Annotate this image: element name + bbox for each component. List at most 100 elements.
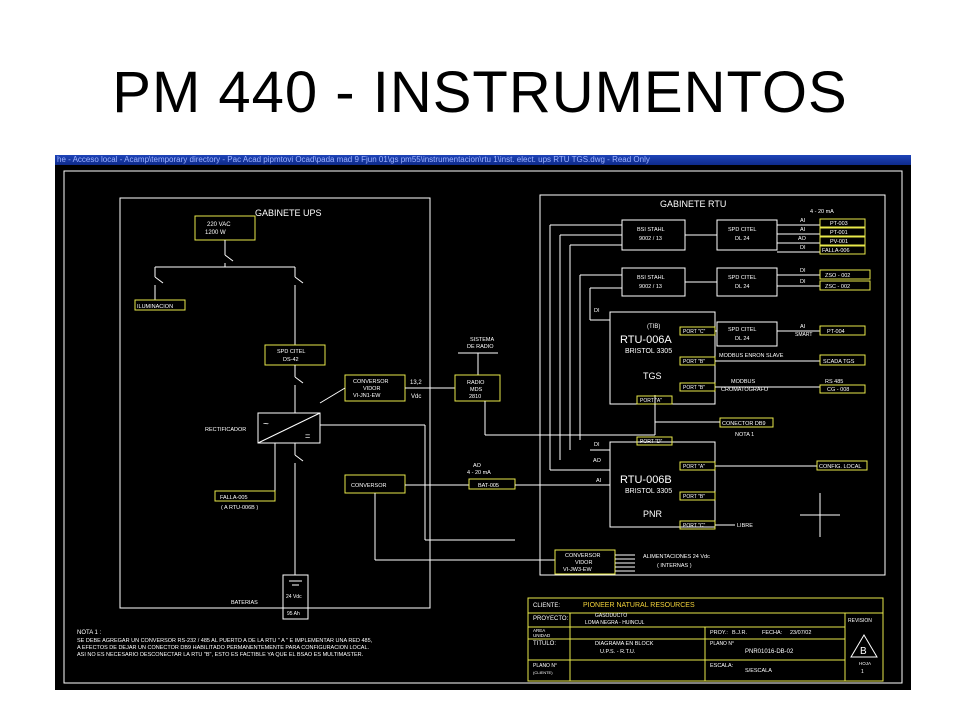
rectifier-label: RECTIFICADOR (205, 427, 246, 433)
tag-zso002: ZSO - 002 (825, 273, 850, 279)
battery-capacity: 95 Ah (287, 611, 300, 617)
radio-system-line2: DE RADIO (467, 344, 494, 350)
converter3-box (554, 549, 616, 575)
tag-pt004: PT-004 (827, 329, 845, 335)
converter2-label: CONVERSOR (351, 483, 386, 489)
iluminacion-label: ILUMINACION (137, 304, 173, 310)
converter1-line2: VIDOR (363, 386, 380, 392)
radio-line2: MDS (470, 387, 483, 393)
tb-proyecto-value1: GASODUCTO (595, 613, 627, 619)
rtu-006a-port-c-label: PORT "C" (683, 329, 705, 335)
cromatografo-label: CROMATOGRAFO (721, 387, 769, 393)
tb-area-label1: AREA (533, 628, 545, 633)
tb-titulo-value2: U.P.S. - R.T.U. (600, 649, 636, 655)
falla005-box (214, 490, 276, 502)
rtu-006b-site: PNR (643, 509, 663, 519)
scada-tgs: SCADA TGS (823, 359, 855, 365)
rtu-006a-port-b-label: PORT "B" (683, 359, 705, 365)
rtu-006b-port-a-label: PORT "A" (683, 464, 705, 470)
config-local-label: CONFIG. LOCAL (819, 464, 861, 470)
rtu-006a-port-a-label: PORT "A" (640, 398, 662, 404)
rtu-ma-header: 4 - 20 mA (810, 209, 834, 215)
tb-revision-label: REVISION (848, 618, 872, 624)
tb-area-label2: UNIDAD (533, 633, 551, 638)
bsi2-line2: 9002 / 13 (639, 284, 662, 290)
io-ai-smart: AI (800, 324, 806, 330)
spd3-box (716, 321, 778, 347)
io-di: DI (800, 245, 806, 251)
tag-falla006-box (819, 245, 866, 255)
battery-box (282, 574, 309, 620)
rtu-006b-port-d (636, 436, 673, 446)
spd1-line2: DL 24 (735, 236, 749, 242)
rtu-006b-port-b (679, 491, 716, 501)
io-ai-1: AI (800, 218, 806, 224)
bsi2-line1: BSI STAHL (637, 275, 665, 281)
supply-power: 1200 W (205, 230, 226, 236)
radio-system-line1: SISTEMA (470, 337, 494, 343)
converter3-line3: VI-JW3-EW (563, 567, 593, 573)
revision-triangle (850, 634, 878, 658)
spd3-line2: DL 24 (735, 336, 749, 342)
bsi2-box (621, 267, 686, 297)
spd1-line1: SPD CITEL (728, 227, 756, 233)
rtu-ao-left: AO (593, 458, 602, 464)
rtu-di-left2: DI (594, 442, 600, 448)
spd1-box (716, 219, 778, 251)
tb-rev-value: B (860, 646, 867, 657)
io-di-3: DI (800, 279, 806, 285)
tag-pv001: PV-001 (830, 239, 848, 245)
ma-label: 4 - 20 mA (467, 470, 491, 476)
rtu-006a-port-b2-label: PORT "B" (683, 385, 705, 391)
conector-db9-label: CONECTOR DB9 (722, 421, 766, 427)
tb-escala-label: ESCALA: (710, 663, 734, 669)
battery-voltage: 24 Vdc (286, 594, 302, 600)
dc-value-label: 13,2 (410, 380, 422, 386)
io-ao: AO (798, 236, 807, 242)
tag-zso002-box (819, 269, 871, 280)
note-header: NOTA 1 : (77, 630, 102, 636)
scada-tgs-box (819, 354, 866, 366)
tb-fecha-value: 23/07/02 (790, 630, 811, 636)
tb-proyecto-label: PROYECTO: (533, 616, 569, 622)
nota1-ref: NOTA 1 (735, 432, 754, 438)
modbus-label: MODBUS (731, 379, 755, 385)
block-diagram: GABINETE UPS 220 VAC 1200 W ILUMINACION … (63, 170, 903, 684)
rtu-006b-port-c-label: PORT "C" (683, 523, 705, 529)
radio-line3: 2810 (469, 394, 481, 400)
cad-title-bar[interactable]: he - Acceso local - Acamp\temporary dire… (55, 155, 911, 165)
ups-cabinet-frame (119, 197, 431, 609)
rtu-006b-title: RTU-006B (620, 474, 672, 486)
io-ai-2: AI (800, 227, 806, 233)
slide-title: PM 440 - INSTRUMENTOS (112, 60, 848, 125)
supply-box (194, 215, 256, 241)
falla005-tag: FALLA-005 (220, 495, 248, 501)
iluminacion-box (134, 299, 186, 311)
smart-label: SMART (795, 332, 812, 338)
main-breaker-symbol (224, 254, 234, 262)
rectifier-box (257, 412, 321, 444)
rtu-006b-port-b-label: PORT "B" (683, 494, 705, 500)
tb-hoja-value: 1 (861, 669, 864, 675)
note-line1: SE DEBE AGREGAR UN CONVERSOR RS-232 / 48… (77, 638, 373, 644)
tb-titulo-label: TITULO: (533, 641, 556, 647)
rtu-006a-model: BRISTOL 3305 (625, 348, 672, 355)
tb-plano-cliente-sub: (CLIENTE) (533, 670, 553, 675)
rs485-label: RS 485 (825, 379, 843, 385)
io-di-2: DI (800, 268, 806, 274)
rtu-cabinet-frame (539, 194, 886, 576)
tb-proy-value: B.J.R. (732, 630, 747, 636)
tb-cliente-value: PIONEER NATURAL RESOURCES (583, 602, 695, 609)
rtu-006a-ref: (TIB) (647, 324, 660, 330)
converter1-line3: VI-JN1-EW (353, 393, 381, 399)
ac-symbol: ~ (263, 419, 269, 430)
rtu-ai-left: AI (596, 478, 602, 484)
converter3-line2: VIDOR (575, 560, 592, 566)
bsi1-line1: BSI STAHL (637, 227, 665, 233)
spd-ds42-line1: SPD CITEL (277, 349, 305, 355)
tb-fecha-label: FECHA: (762, 630, 783, 636)
ao-label: AO (473, 463, 482, 469)
cad-drawing-window[interactable]: GABINETE UPS 220 VAC 1200 W ILUMINACION … (55, 155, 911, 690)
power-supplies-line2: ( INTERNAS ) (657, 563, 692, 569)
tag-pt003: PT-003 (830, 221, 848, 227)
